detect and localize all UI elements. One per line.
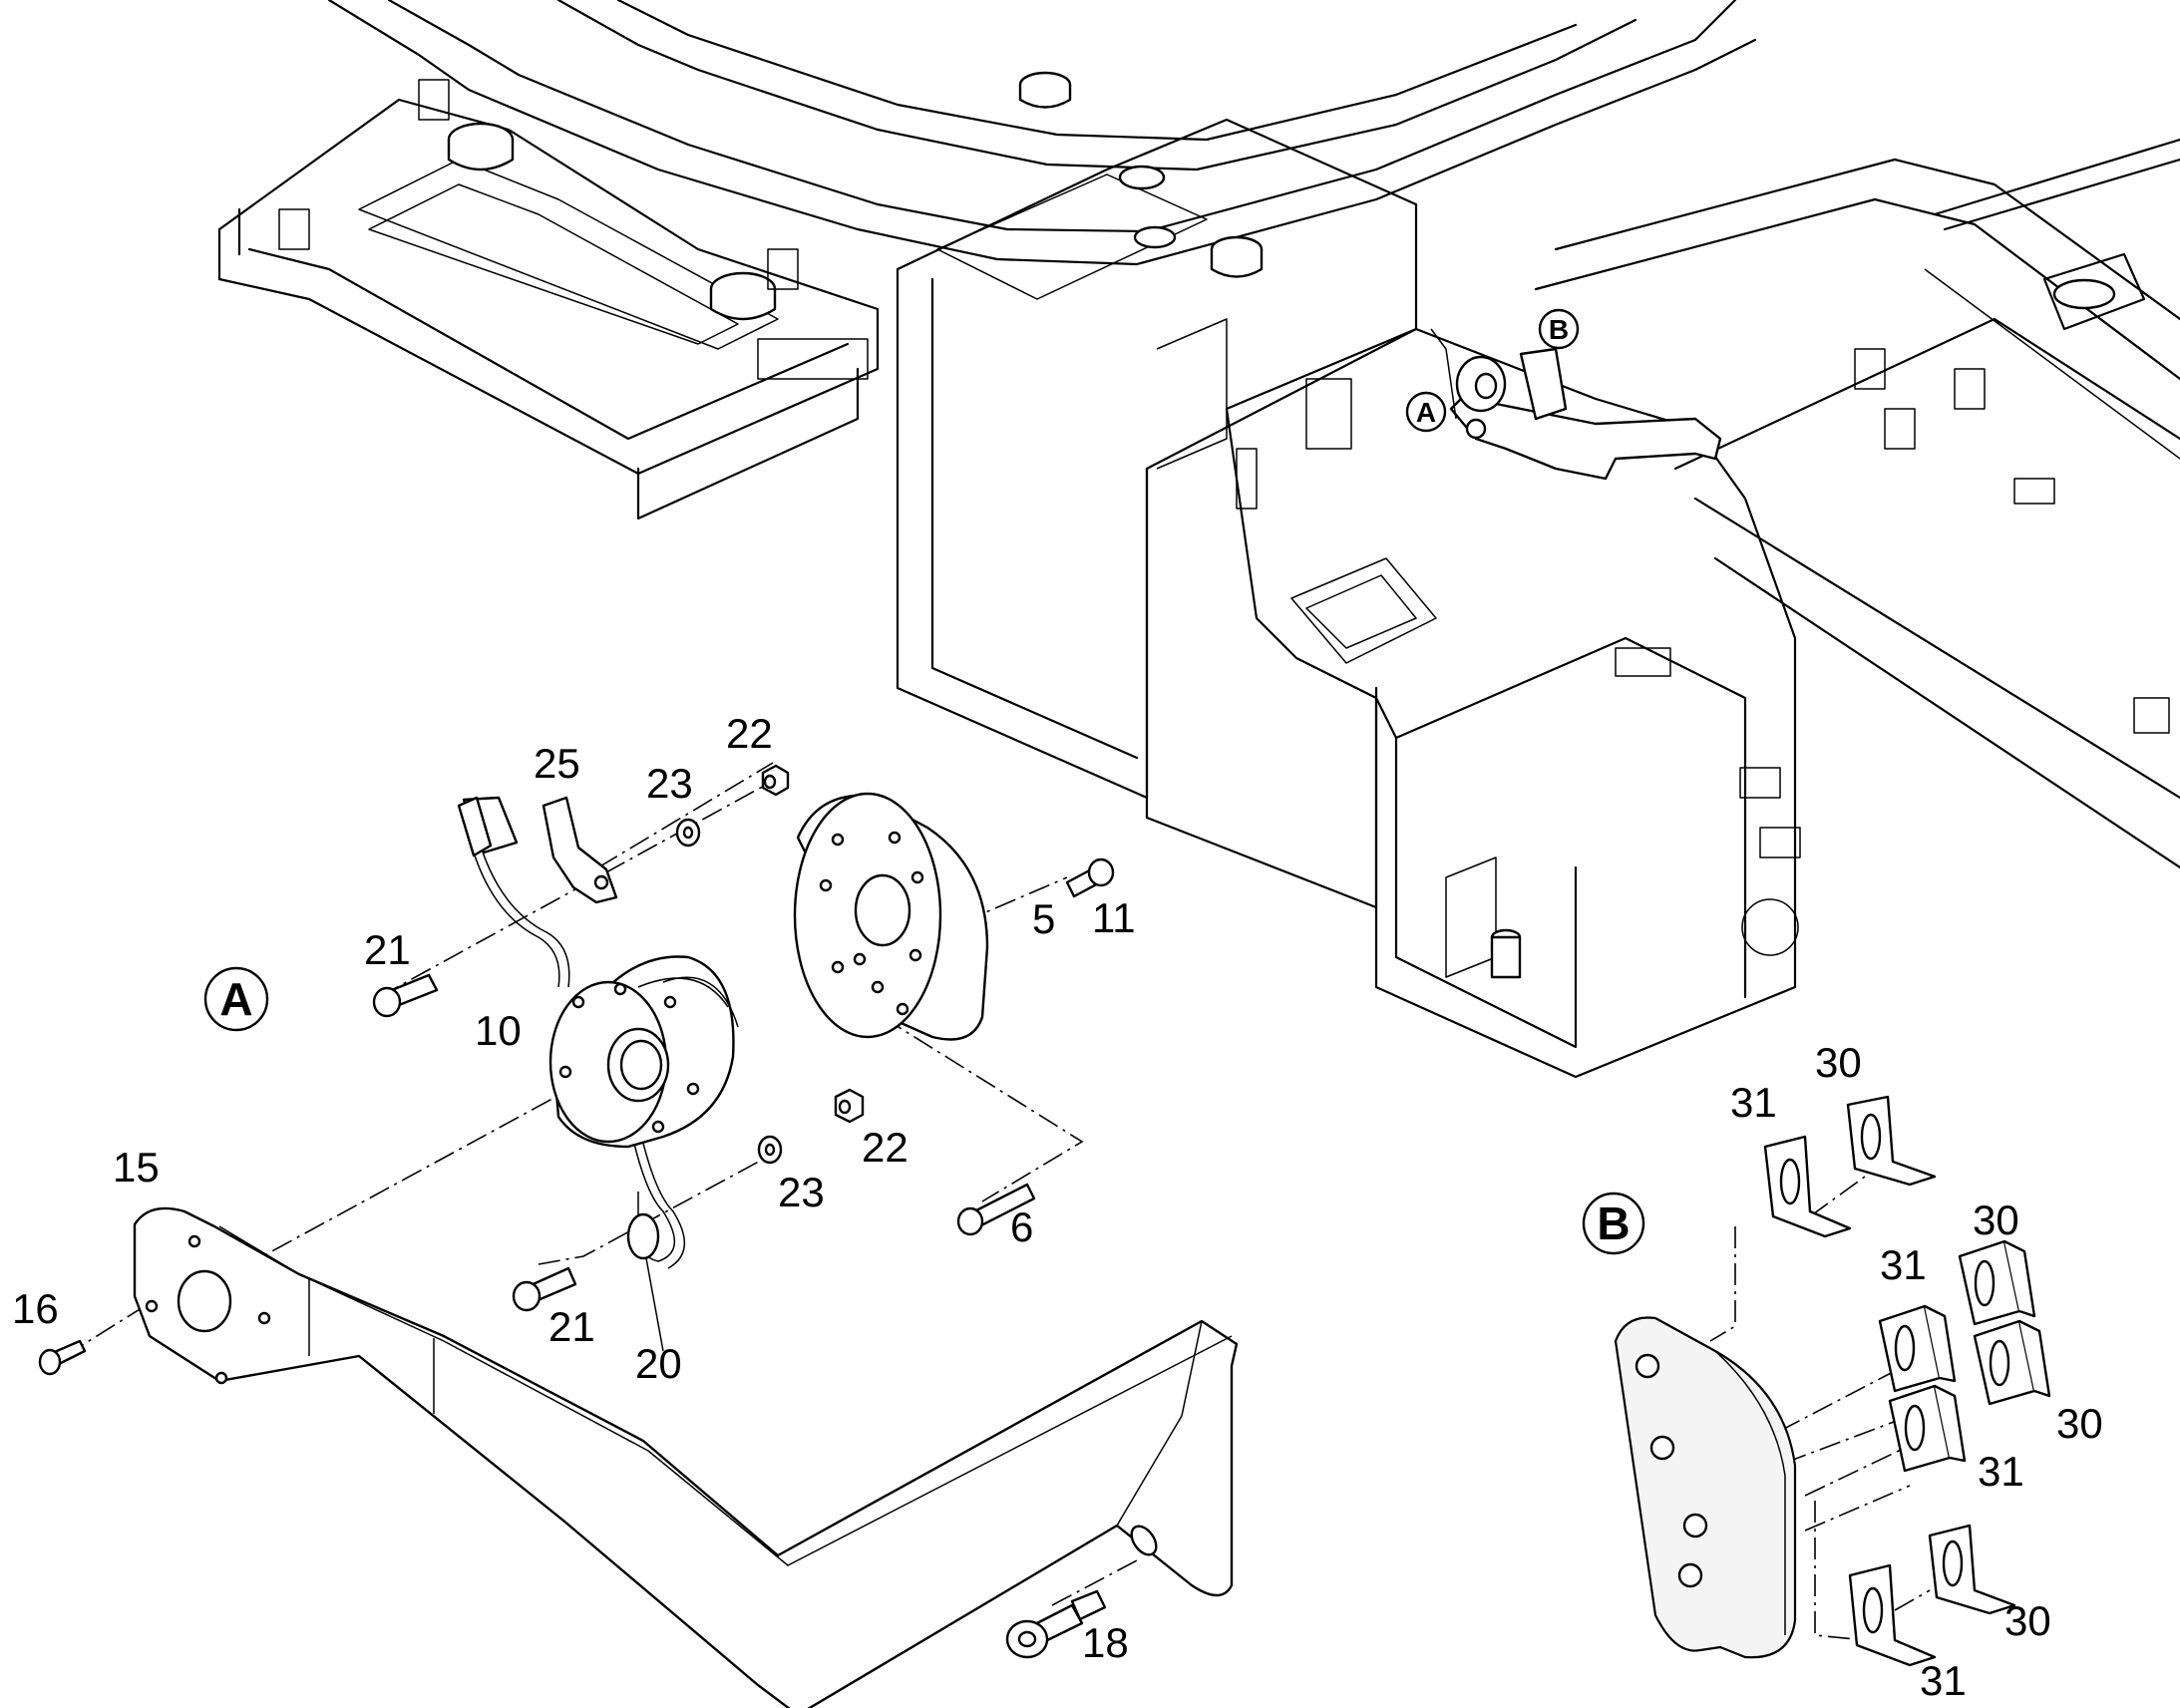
label-16: 16 [12,1285,59,1332]
label-21-bottom: 21 [548,1303,595,1350]
overview-marker-b-text: B [1549,314,1569,345]
label-30-d: 30 [2004,1597,2051,1644]
label-30-a: 30 [1815,1039,1862,1086]
label-31-a: 31 [1730,1079,1777,1126]
overview-brake-assembly [1430,328,1722,481]
label-6: 6 [1010,1203,1033,1250]
shim-group [1763,1095,2051,1667]
overview-marker-a-text: A [1416,397,1436,428]
brake-lever [133,1206,1239,1708]
label-5: 5 [1032,895,1055,942]
label-10: 10 [475,1007,522,1054]
label-21-top: 21 [364,926,411,973]
overview-marker-b: B [1538,308,1580,350]
label-22-top: 22 [726,710,773,757]
detail-a-badge: A [203,966,269,1032]
label-23-bottom: 23 [778,1169,825,1215]
machine-frame [217,0,2180,1079]
detail-b-badge: B [1582,1192,1645,1255]
label-30-c: 30 [2056,1400,2103,1447]
label-25: 25 [534,740,580,787]
label-31-d: 31 [1920,1657,1967,1704]
plate-b [1614,1316,1797,1659]
label-31-c: 31 [1978,1448,2024,1495]
detail-view-b: B 30 30 30 30 31 31 31 31 [1582,1039,2103,1704]
detail-view-a: A 5 6 10 11 15 16 18 20 21 21 22 22 23 2… [12,710,1239,1708]
detail-a-badge-text: A [219,973,252,1025]
label-20: 20 [635,1340,682,1387]
label-23-top: 23 [646,760,693,807]
overview-marker-a: A [1405,391,1447,433]
label-11: 11 [1092,894,1136,941]
detail-b-badge-text: B [1597,1197,1630,1249]
label-30-b: 30 [1973,1196,2019,1243]
label-31-b: 31 [1880,1241,1927,1288]
label-18: 18 [1082,1619,1129,1666]
label-22-bottom: 22 [862,1124,908,1171]
label-15: 15 [113,1144,160,1191]
